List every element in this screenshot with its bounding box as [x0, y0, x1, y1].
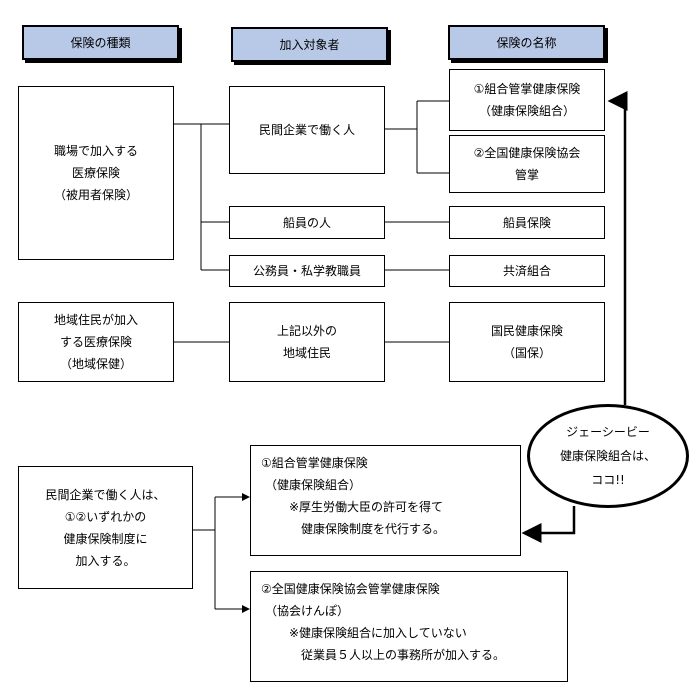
name-kyokai-line: ②全国健康保険協会	[473, 146, 581, 160]
target-other-residents: 上記以外の 地域住民	[229, 302, 385, 382]
callout-line: ココ!!	[591, 473, 625, 487]
target-civil-servant: 公務員・私学教職員	[229, 255, 385, 287]
target-seafarer: 船員の人	[229, 206, 385, 239]
bottom-intro-line: 加入する。	[75, 553, 136, 568]
name-union-line: ①組合管掌健康保険	[473, 82, 581, 96]
union-detail-note: 健康保険制度を代行する。	[301, 522, 446, 536]
name-national-line: （国保）	[502, 346, 551, 360]
name-national-insurance: 国民健康保険 （国保）	[449, 302, 605, 382]
bottom-intro-line: 民間企業で働く人は、	[45, 487, 166, 502]
type-workplace-line: 医療保険	[71, 166, 120, 180]
bottom-intro-line: ①②いずれかの	[64, 509, 147, 524]
name-national-line: 国民健康保険	[490, 324, 563, 338]
kyokai-detail-note: 従業員５人以上の事務所が加入する。	[301, 648, 506, 662]
union-detail-box: ①組合管掌健康保険 （健康保険組合） ※厚生労働大臣の許可を得て 健康保険制度を…	[250, 445, 521, 556]
name-seaman-label: 船員保険	[502, 215, 551, 230]
target-seafarer-label: 船員の人	[282, 215, 331, 230]
target-private-company-label: 民間企業で働く人	[258, 123, 355, 137]
header-insurance-name: 保険の名称	[448, 25, 605, 60]
type-workplace-line: （被用者保険）	[53, 188, 138, 202]
name-union-line: （健康保険組合）	[478, 104, 575, 118]
type-regional-line: （地域保健）	[59, 357, 132, 371]
union-detail-sub: （健康保険組合）	[265, 478, 362, 492]
kyokai-detail-note: ※健康保険組合に加入していない	[289, 626, 467, 640]
callout-line: 健康保険組合は、	[559, 449, 656, 463]
kyokai-detail-sub: （協会けんぽ）	[265, 604, 350, 618]
bottom-intro: 民間企業で働く人は、 ①②いずれかの 健康保険制度に 加入する。	[18, 466, 193, 589]
kyokai-detail-title: ②全国健康保険協会管掌健康保険	[261, 582, 440, 596]
name-kyokai-line: 管掌	[514, 168, 539, 182]
callout-line: ジェーシービー	[566, 425, 650, 439]
name-seaman-insurance: 船員保険	[449, 206, 605, 239]
name-union-insurance: ①組合管掌健康保険 （健康保険組合）	[449, 69, 605, 131]
type-workplace-insurance: 職場で加入する 医療保険 （被用者保険）	[18, 86, 174, 260]
type-regional-line: 地域住民が加入	[53, 313, 138, 327]
name-mutual-aid: 共済組合	[449, 255, 605, 287]
bottom-intro-line: 健康保険制度に	[63, 531, 148, 546]
kyokai-detail-box: ②全国健康保険協会管掌健康保険 （協会けんぽ） ※健康保険組合に加入していない …	[250, 571, 568, 682]
target-private-company: 民間企業で働く人	[229, 86, 385, 174]
type-regional-line: する医療保険	[59, 335, 132, 349]
header-eligible-persons: 加入対象者	[231, 27, 388, 62]
union-detail-title: ①組合管掌健康保険	[261, 456, 368, 470]
name-kyokai-insurance: ②全国健康保険協会 管掌	[449, 135, 605, 193]
name-mutual-label: 共済組合	[502, 264, 551, 278]
union-detail-note: ※厚生労働大臣の許可を得て	[289, 500, 444, 514]
type-workplace-line: 職場で加入する	[53, 144, 138, 158]
header-insurance-type: 保険の種類	[22, 25, 179, 60]
target-other-residents-line: 上記以外の	[276, 324, 337, 338]
type-regional-insurance: 地域住民が加入 する医療保険 （地域保健）	[18, 302, 174, 382]
target-other-residents-line: 地域住民	[282, 346, 331, 360]
jcb-callout-bubble: ジェーシービー 健康保険組合は、 ココ!!	[527, 404, 689, 508]
target-civil-servant-label: 公務員・私学教職員	[252, 264, 361, 278]
